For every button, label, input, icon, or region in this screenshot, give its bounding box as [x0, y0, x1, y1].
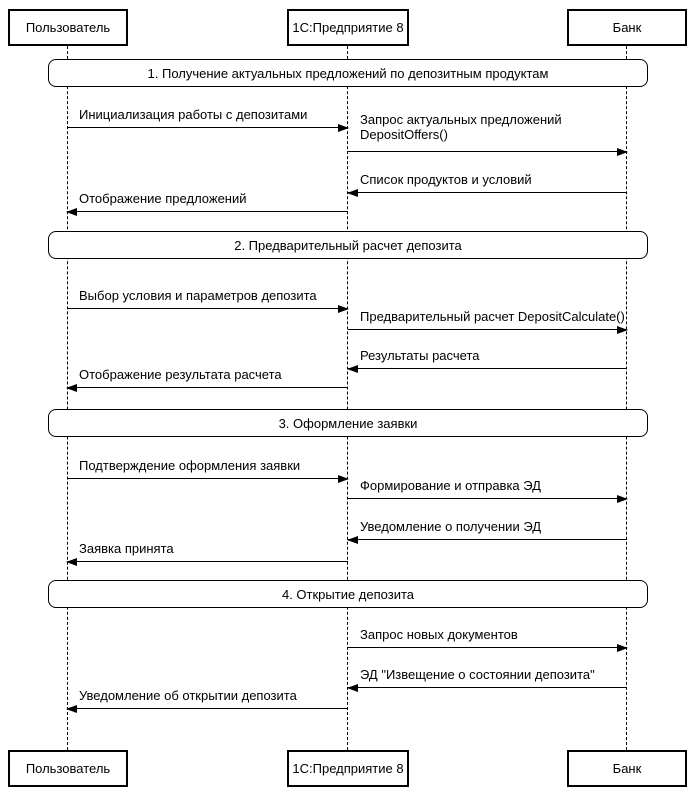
message-line	[348, 647, 627, 648]
arrowhead-right-icon	[338, 124, 349, 132]
message-label: Список продуктов и условий	[360, 172, 532, 187]
message-line	[348, 368, 627, 369]
message-deposit-offers-request: Запрос актуальных предложений DepositOff…	[348, 106, 628, 156]
message-label: Предварительный расчет DepositCalculate(…	[360, 309, 625, 324]
arrowhead-left-icon	[66, 558, 77, 566]
message-label: Запрос новых документов	[360, 627, 518, 642]
message-line	[67, 561, 348, 562]
message-label: Запрос актуальных предложений DepositOff…	[360, 112, 562, 142]
message-line	[348, 498, 627, 499]
actor-label-user: Пользователь	[25, 761, 111, 776]
message-init-deposits: Инициализация работы с депозитами	[67, 98, 349, 132]
frame-section-1: 1. Получение актуальных предложений по д…	[48, 59, 648, 87]
actor-box-1c-bottom: 1С:Предприятие 8	[287, 750, 409, 787]
actor-label-bank: Банк	[612, 20, 642, 35]
frame-title-4: 4. Открытие депозита	[281, 586, 415, 602]
actor-box-bank-bottom: Банк	[567, 750, 687, 787]
frame-title-2: 2. Предварительный расчет депозита	[234, 237, 462, 253]
arrowhead-right-icon	[617, 326, 628, 334]
frame-section-2: 2. Предварительный расчет депозита	[48, 231, 648, 259]
arrowhead-right-icon	[617, 495, 628, 503]
message-request-new-documents: Запрос новых документов	[348, 618, 628, 652]
arrowhead-left-icon	[66, 384, 77, 392]
frame-title-3: 3. Оформление заявки	[278, 415, 418, 431]
frame-section-4: 4. Открытие депозита	[48, 580, 648, 608]
actor-label-1c: 1С:Предприятие 8	[292, 20, 404, 35]
lifeline-1c	[347, 46, 348, 750]
message-line	[67, 387, 348, 388]
actor-box-1c-top: 1С:Предприятие 8	[287, 9, 409, 46]
arrowhead-left-icon	[347, 189, 358, 197]
message-label: Выбор условия и параметров депозита	[79, 288, 317, 303]
message-line	[348, 687, 627, 688]
message-line	[67, 211, 348, 212]
message-deposit-calculate: Предварительный расчет DepositCalculate(…	[348, 300, 628, 334]
message-ed-deposit-state: ЭД "Извещение о состоянии депозита"	[347, 658, 627, 692]
message-label: Отображение результата расчета	[79, 367, 282, 382]
message-label: Уведомление об открытии депозита	[79, 688, 297, 703]
actor-label-1c: 1С:Предприятие 8	[292, 761, 404, 776]
frame-title-1: 1. Получение актуальных предложений по д…	[147, 65, 549, 81]
message-label: Отображение предложений	[79, 191, 247, 206]
message-line	[348, 539, 627, 540]
arrowhead-right-icon	[338, 475, 349, 483]
arrowhead-left-icon	[66, 705, 77, 713]
message-label: Результаты расчета	[360, 348, 480, 363]
message-line	[348, 192, 627, 193]
message-line	[348, 151, 627, 152]
arrowhead-right-icon	[617, 148, 628, 156]
actor-label-bank: Банк	[612, 761, 642, 776]
message-send-ed: Формирование и отправка ЭД	[348, 469, 628, 503]
arrowhead-left-icon	[347, 536, 358, 544]
frame-section-3: 3. Оформление заявки	[48, 409, 648, 437]
message-show-calc-result: Отображение результата расчета	[66, 358, 348, 392]
arrowhead-left-icon	[66, 208, 77, 216]
actor-box-user-top: Пользователь	[8, 9, 128, 46]
message-label: Заявка принята	[79, 541, 174, 556]
message-line	[67, 127, 348, 128]
lifeline-bank	[626, 46, 627, 750]
message-line	[67, 308, 348, 309]
actor-box-bank-top: Банк	[567, 9, 687, 46]
lifeline-user	[67, 46, 68, 750]
actor-box-user-bottom: Пользователь	[8, 750, 128, 787]
message-line	[67, 708, 348, 709]
message-label: Формирование и отправка ЭД	[360, 478, 541, 493]
arrowhead-right-icon	[338, 305, 349, 313]
arrowhead-right-icon	[617, 644, 628, 652]
message-show-offers: Отображение предложений	[66, 182, 348, 216]
message-select-conditions: Выбор условия и параметров депозита	[67, 279, 349, 313]
message-confirm-application: Подтверждение оформления заявки	[67, 449, 349, 483]
message-products-list: Список продуктов и условий	[347, 163, 627, 197]
message-line	[348, 329, 627, 330]
message-deposit-opened-notice: Уведомление об открытии депозита	[66, 679, 348, 713]
arrowhead-left-icon	[347, 365, 358, 373]
message-application-accepted: Заявка принята	[66, 532, 348, 566]
message-line	[67, 478, 348, 479]
message-label: Подтверждение оформления заявки	[79, 458, 301, 473]
arrowhead-left-icon	[347, 684, 358, 692]
actor-label-user: Пользователь	[25, 20, 111, 35]
message-label: Уведомление о получении ЭД	[360, 519, 542, 534]
message-label: Инициализация работы с депозитами	[79, 107, 308, 122]
message-ed-received-notice: Уведомление о получении ЭД	[347, 510, 627, 544]
message-label: ЭД "Извещение о состоянии депозита"	[360, 667, 595, 682]
message-calc-results: Результаты расчета	[347, 339, 627, 373]
